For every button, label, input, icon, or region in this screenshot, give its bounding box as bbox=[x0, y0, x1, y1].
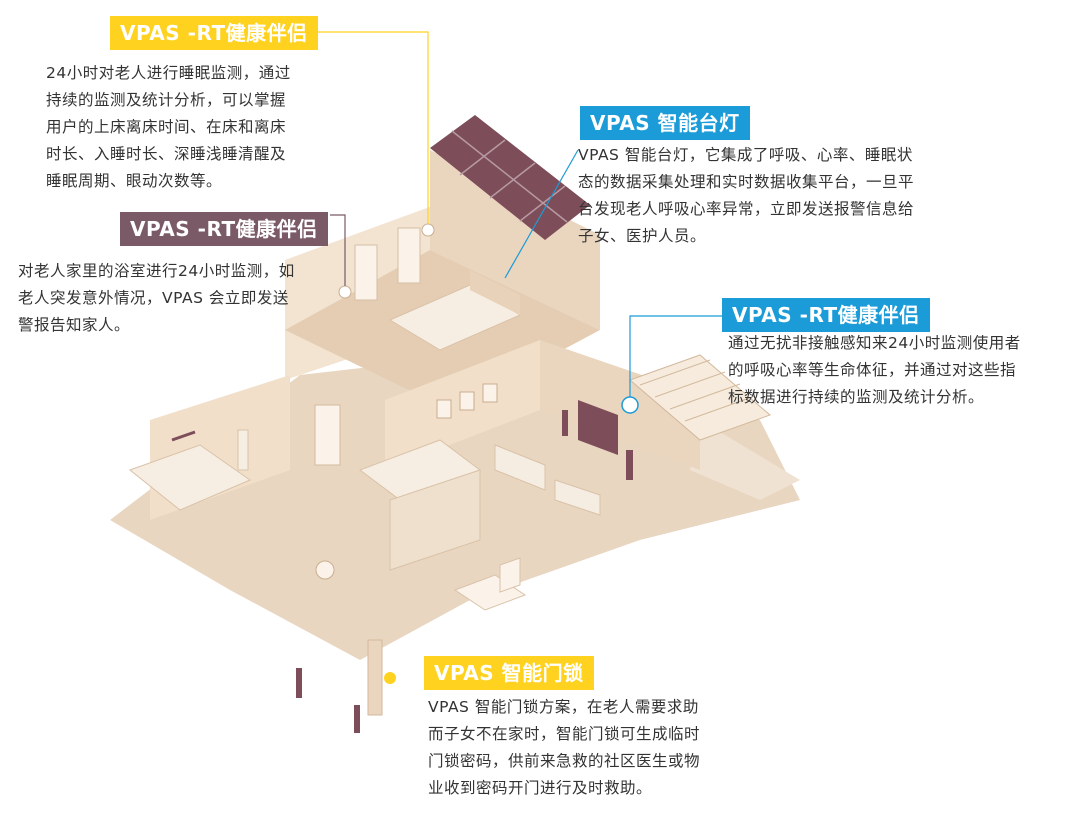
lock-marker bbox=[384, 672, 396, 684]
bathroom-sensor-marker bbox=[338, 285, 352, 299]
television bbox=[578, 400, 618, 455]
wall-painting bbox=[459, 391, 475, 411]
shower-fixture bbox=[237, 429, 249, 471]
callout-title-vital-signs-monitor: VPAS -RT健康伴侣 bbox=[722, 298, 930, 332]
callout-text-vital-signs-monitor: 通过无扰非接触感知来24小时监测使用者 的呼吸心率等生命体征，并通过对这些指 标… bbox=[728, 334, 1021, 406]
dining-chair bbox=[499, 557, 521, 593]
living-room-right-wall bbox=[540, 340, 700, 470]
sleep-sensor-marker bbox=[421, 223, 435, 237]
callout-text-bathroom-monitor: 对老人家里的浴室进行24小时监测，如 老人突发意外情况，VPAS 会立即发送 警… bbox=[18, 262, 295, 334]
bed-headboard bbox=[470, 270, 520, 315]
callout-text-sleep-monitor: 24小时对老人进行睡眠监测，通过 持续的监测及统计分析，可以掌握 用户的上床离床… bbox=[46, 64, 291, 190]
callout-title-sleep-monitor: VPAS -RT健康伴侣 bbox=[110, 16, 318, 50]
armchair bbox=[554, 479, 601, 516]
interior-door bbox=[314, 404, 341, 466]
leader-line-living bbox=[629, 315, 722, 397]
bollard-light bbox=[296, 668, 302, 698]
bollard-light bbox=[354, 705, 360, 733]
callout-title-smart-lamp: VPAS 智能台灯 bbox=[580, 106, 750, 140]
bedroom-window bbox=[354, 244, 378, 301]
callout-title-bathroom-monitor: VPAS -RT健康伴侣 bbox=[120, 212, 328, 246]
pergola-slats bbox=[639, 359, 756, 422]
callout-text-smart-lock: VPAS 智能门锁方案，在老人需要求助 而子女不在家时，智能门锁可生成临时 门锁… bbox=[428, 698, 701, 797]
sofa bbox=[494, 444, 546, 491]
bedroom-gable-wall bbox=[430, 150, 600, 330]
wall-painting bbox=[482, 383, 498, 403]
leader-line-lamp bbox=[504, 149, 579, 279]
callout-text-smart-lamp: VPAS 智能台灯，它集成了呼吸、心率、睡眠状 态的数据采集处理和实时数据收集平… bbox=[578, 146, 915, 245]
wall-painting bbox=[436, 399, 452, 419]
speaker bbox=[562, 410, 568, 436]
kitchen-cabinets bbox=[389, 469, 481, 571]
bedroom-window bbox=[397, 227, 421, 284]
towel-rail bbox=[171, 430, 196, 442]
callout-title-smart-lock: VPAS 智能门锁 bbox=[424, 656, 594, 690]
entrance-door bbox=[367, 639, 383, 716]
bathtub bbox=[128, 444, 252, 511]
solar-panel-grid bbox=[451, 130, 568, 223]
garden-floor bbox=[690, 420, 800, 500]
washing-machine bbox=[315, 560, 335, 580]
leader-line-sleep bbox=[318, 31, 429, 224]
living-sensor-marker bbox=[621, 396, 639, 414]
leader-line-bathroom bbox=[330, 214, 346, 286]
speaker bbox=[626, 450, 633, 480]
